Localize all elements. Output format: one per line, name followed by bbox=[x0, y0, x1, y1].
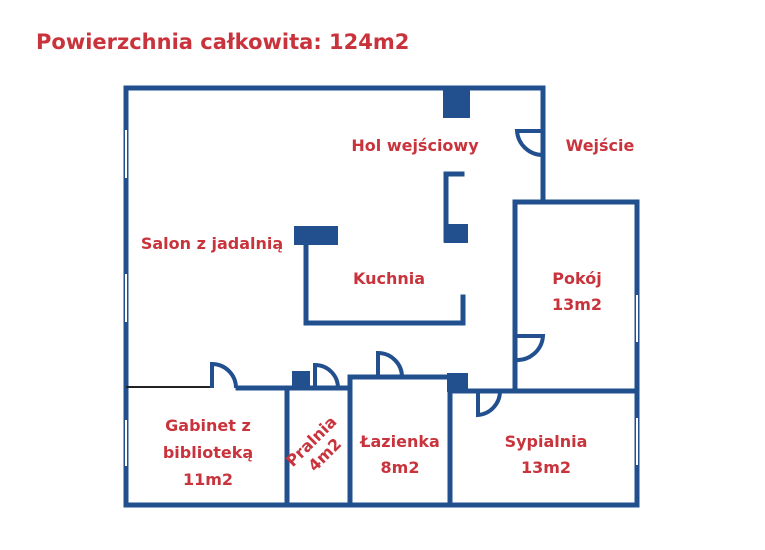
hall-partition bbox=[443, 171, 465, 243]
area-lazienka: 8m2 bbox=[381, 458, 420, 477]
area-pokoj: 13m2 bbox=[552, 295, 602, 314]
kitchen-wall bbox=[303, 237, 466, 326]
outer-wall bbox=[123, 85, 640, 508]
door-pralnia-icon[interactable] bbox=[313, 362, 340, 389]
door-sypialnia-icon[interactable] bbox=[476, 390, 503, 418]
door-gabinet-icon[interactable] bbox=[210, 361, 238, 389]
pillar bbox=[444, 224, 468, 243]
label-wejscie: Wejście bbox=[566, 136, 635, 155]
door-lazienka-icon[interactable] bbox=[376, 350, 404, 378]
room-labels: Hol wejściowy Wejście Salon z jadalnią K… bbox=[141, 136, 635, 489]
doors bbox=[210, 129, 546, 418]
pillar bbox=[292, 371, 310, 388]
pralnia-label-group: Pralnia 4m2 bbox=[282, 412, 345, 475]
pillars bbox=[292, 88, 470, 392]
label-kuchnia: Kuchnia bbox=[353, 269, 425, 288]
label-gabinet-1: Gabinet z bbox=[165, 416, 251, 435]
area-sypialnia: 13m2 bbox=[521, 458, 571, 477]
label-hol: Hol wejściowy bbox=[351, 136, 479, 155]
area-gabinet: 11m2 bbox=[183, 470, 233, 489]
total-area-title: Powierzchnia całkowita: 124m2 bbox=[36, 30, 410, 54]
door-pokoj-icon[interactable] bbox=[514, 334, 546, 363]
label-gabinet-2: biblioteką bbox=[163, 443, 253, 462]
pillar bbox=[447, 373, 468, 392]
entrance-door-icon[interactable] bbox=[514, 129, 544, 158]
label-pokoj: Pokój bbox=[552, 269, 601, 288]
label-lazienka: Łazienka bbox=[359, 432, 440, 451]
label-salon: Salon z jadalnią bbox=[141, 234, 283, 253]
pillar bbox=[294, 226, 338, 245]
windows bbox=[125, 130, 638, 466]
pillar bbox=[443, 88, 470, 118]
label-sypialnia: Sypialnia bbox=[505, 432, 588, 451]
